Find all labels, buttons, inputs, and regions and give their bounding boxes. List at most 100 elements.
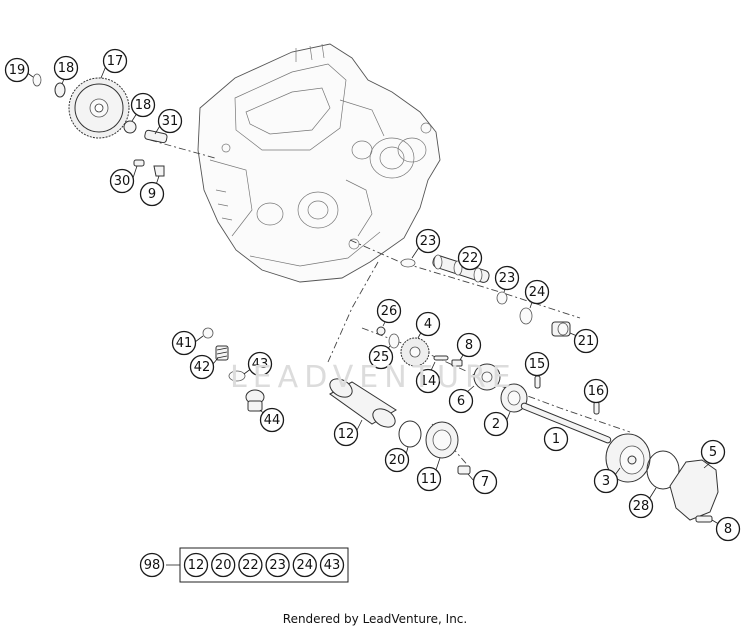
- callout-42[interactable]: 42: [189, 354, 215, 380]
- callout-18-top-circle: [53, 55, 79, 81]
- callout-7-circle: [472, 469, 498, 495]
- callout-6-circle: [448, 388, 474, 414]
- callout-18-mid-circle: [130, 92, 156, 118]
- callout-28[interactable]: 28: [628, 493, 654, 519]
- callout-5-circle: [700, 439, 726, 465]
- callout-31[interactable]: 31: [157, 108, 183, 134]
- callout-41-circle: [171, 330, 197, 356]
- callout-23-upper[interactable]: 23: [415, 228, 441, 254]
- callout-15[interactable]: 15: [524, 351, 550, 377]
- shaft-1: [520, 402, 612, 444]
- callout-3[interactable]: 3: [593, 468, 619, 494]
- callout-6[interactable]: 6: [448, 388, 474, 414]
- callout-8-mid[interactable]: 8: [456, 332, 482, 358]
- callout-31-label: 31: [162, 114, 179, 129]
- callout-12[interactable]: 12: [333, 421, 359, 447]
- callout-4[interactable]: 4: [415, 311, 441, 337]
- kit-item-20-label: 20: [215, 558, 232, 573]
- callout-8-mid-label: 8: [465, 338, 473, 353]
- callout-18-mid[interactable]: 18: [130, 92, 156, 118]
- callout-43-label: 43: [252, 357, 269, 372]
- engine-case-drawing: [197, 43, 441, 283]
- callout-43[interactable]: 43: [247, 351, 273, 377]
- callout-98-kit-label: 98: [144, 558, 161, 573]
- callout-12-circle: [333, 421, 359, 447]
- parts: [32, 73, 719, 523]
- callout-30-label: 30: [114, 174, 131, 189]
- kit-item-22[interactable]: 22: [238, 552, 263, 578]
- callout-28-label: 28: [633, 499, 650, 514]
- callout-8-bottom-circle: [715, 516, 741, 542]
- callout-7-label: 7: [481, 475, 489, 490]
- callout-1-circle: [543, 426, 569, 452]
- kit-item-43-label: 43: [324, 558, 341, 573]
- callout-1-label: 1: [552, 432, 560, 447]
- callout-9-label: 9: [148, 187, 156, 202]
- callout-21-label: 21: [578, 334, 595, 349]
- credit-text: Rendered by LeadVenture, Inc.: [282, 612, 468, 626]
- callout-4-label: 4: [424, 317, 432, 332]
- callout-22[interactable]: 22: [457, 245, 483, 271]
- kit-item-12[interactable]: 12: [183, 552, 209, 578]
- filter-12: [329, 378, 397, 428]
- callout-20-label: 20: [389, 453, 406, 468]
- callout-9-circle: [139, 181, 165, 207]
- callout-23-lower-label: 23: [499, 271, 516, 286]
- callout-98-kit-circle: [139, 552, 165, 578]
- rotor-6: [473, 363, 501, 391]
- kit-item-23-circle: [265, 552, 290, 578]
- callout-8-mid-circle: [456, 332, 482, 358]
- spring-42: [215, 345, 229, 361]
- callout-7[interactable]: 7: [472, 469, 498, 495]
- sprocket-gear: [68, 77, 130, 139]
- kit-item-22-circle: [238, 552, 263, 578]
- callout-41-label: 41: [176, 336, 193, 351]
- callout-44[interactable]: 44: [259, 407, 285, 433]
- kit-item-20-circle: [211, 552, 236, 578]
- callout-41[interactable]: 41: [171, 330, 197, 356]
- callout-3-label: 3: [602, 474, 610, 489]
- callout-16[interactable]: 16: [583, 378, 609, 404]
- callout-24[interactable]: 24: [524, 279, 550, 305]
- kit-item-24[interactable]: 24: [292, 552, 317, 578]
- callout-43-circle: [247, 351, 273, 377]
- callout-20[interactable]: 20: [384, 447, 410, 473]
- callout-25-circle: [368, 344, 394, 370]
- callout-26[interactable]: 26: [376, 298, 402, 324]
- callout-5[interactable]: 5: [700, 439, 726, 465]
- kit-item-23[interactable]: 23: [265, 552, 290, 578]
- callout-25[interactable]: 25: [368, 344, 394, 370]
- callout-18-top[interactable]: 18: [53, 55, 79, 81]
- callout-18-top-label: 18: [58, 61, 75, 76]
- callout-22-circle: [457, 245, 483, 271]
- callout-1[interactable]: 1: [543, 426, 569, 452]
- pump-gear-4: [400, 337, 430, 367]
- callout-23-lower[interactable]: 23: [494, 265, 520, 291]
- kit-item-43[interactable]: 43: [319, 552, 345, 578]
- callout-16-circle: [583, 378, 609, 404]
- callout-14[interactable]: 14: [415, 368, 441, 394]
- callout-2-label: 2: [492, 417, 500, 432]
- callout-9[interactable]: 9: [139, 181, 165, 207]
- callout-14-label: 14: [420, 374, 437, 389]
- callout-3-circle: [593, 468, 619, 494]
- bushing-21: [551, 321, 571, 337]
- callout-17[interactable]: 17: [102, 48, 128, 74]
- callout-19-circle: [4, 57, 30, 83]
- callout-24-label: 24: [529, 285, 546, 300]
- callout-98-kit[interactable]: 98: [139, 552, 165, 578]
- callout-11[interactable]: 11: [416, 466, 442, 492]
- callout-30[interactable]: 30: [109, 168, 135, 194]
- callout-2[interactable]: 2: [483, 411, 509, 437]
- callout-19[interactable]: 19: [4, 57, 30, 83]
- kit-item-20[interactable]: 20: [211, 552, 236, 578]
- callout-25-label: 25: [373, 350, 390, 365]
- callout-8-bottom[interactable]: 8: [715, 516, 741, 542]
- callout-21[interactable]: 21: [573, 328, 599, 354]
- callout-24-circle: [524, 279, 550, 305]
- callout-30-circle: [109, 168, 135, 194]
- callout-26-label: 26: [381, 304, 398, 319]
- callout-2-circle: [483, 411, 509, 437]
